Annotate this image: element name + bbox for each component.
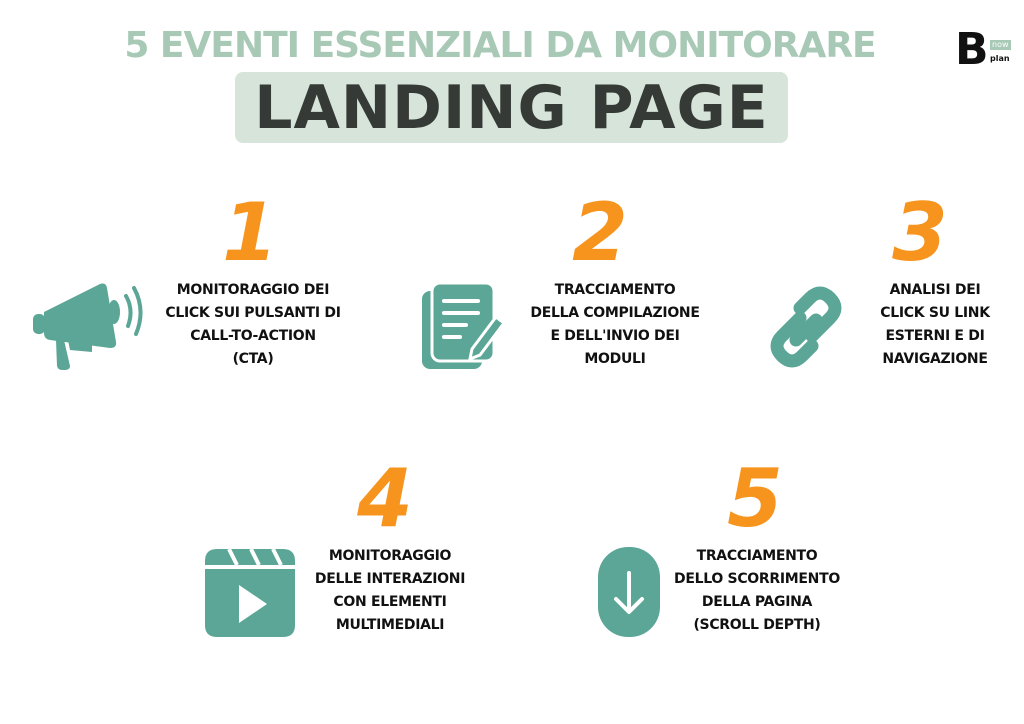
event-line: (SCROLL DEPTH) (693, 617, 821, 633)
event-line: CLICK SU LINK (880, 305, 990, 321)
event-number-1: 1 (222, 186, 278, 279)
event-line: MULTIMEDIALI (335, 617, 445, 633)
event-line: MONITORAGGIO (328, 548, 452, 564)
event-number-2: 2 (572, 186, 628, 279)
event-text-2: TRACCIAMENTO DELLA COMPILAZIONE E DELL'I… (510, 279, 720, 371)
event-line: DELLA COMPILAZIONE (530, 305, 700, 321)
event-line: (CTA) (232, 351, 274, 367)
event-line: DELLA PAGINA (701, 594, 813, 610)
event-line: MONITORAGGIO DEI (176, 282, 330, 298)
event-line: CLICK SUI PULSANTI DI (165, 305, 341, 321)
logo: B now plan (955, 26, 1021, 74)
scroll-down-icon (598, 547, 660, 637)
event-text-4: MONITORAGGIO DELLE INTERAZIONI CON ELEME… (300, 545, 480, 637)
event-line: DELLE INTERAZIONI (314, 571, 466, 587)
video-play-icon (205, 548, 295, 637)
event-line: CON ELEMENTI (333, 594, 447, 610)
event-line: CALL-TO-ACTION (190, 328, 316, 344)
event-number-3: 3 (892, 186, 948, 279)
event-line: NAVIGAZIONE (882, 351, 988, 367)
event-number-4: 4 (357, 452, 413, 545)
event-number-5: 5 (727, 452, 783, 545)
event-line: MODULI (584, 351, 646, 367)
form-document-icon (422, 281, 504, 369)
event-line: TRACCIAMENTO (696, 548, 818, 564)
event-line: TRACCIAMENTO (554, 282, 676, 298)
event-line: ESTERNI E DI (885, 328, 985, 344)
logo-letter: B (955, 24, 989, 75)
link-icon (770, 286, 842, 368)
logo-word-now: now (990, 40, 1011, 50)
title-banner: LANDING PAGE (235, 72, 788, 143)
page-title: LANDING PAGE (254, 72, 769, 143)
megaphone-icon (33, 283, 143, 370)
event-text-1: MONITORAGGIO DEI CLICK SUI PULSANTI DI C… (133, 279, 373, 371)
event-line: E DELL'INVIO DEI (550, 328, 680, 344)
logo-word-plan: plan (990, 54, 1010, 63)
subtitle: 5 EVENTI ESSENZIALI DA MONITORARE (124, 25, 876, 66)
event-text-5: TRACCIAMENTO DELLO SCORRIMENTO DELLA PAG… (667, 545, 847, 637)
event-line: ANALISI DEI (889, 282, 981, 298)
event-text-3: ANALISI DEI CLICK SU LINK ESTERNI E DI N… (855, 279, 1015, 371)
event-line: DELLO SCORRIMENTO (674, 571, 840, 587)
